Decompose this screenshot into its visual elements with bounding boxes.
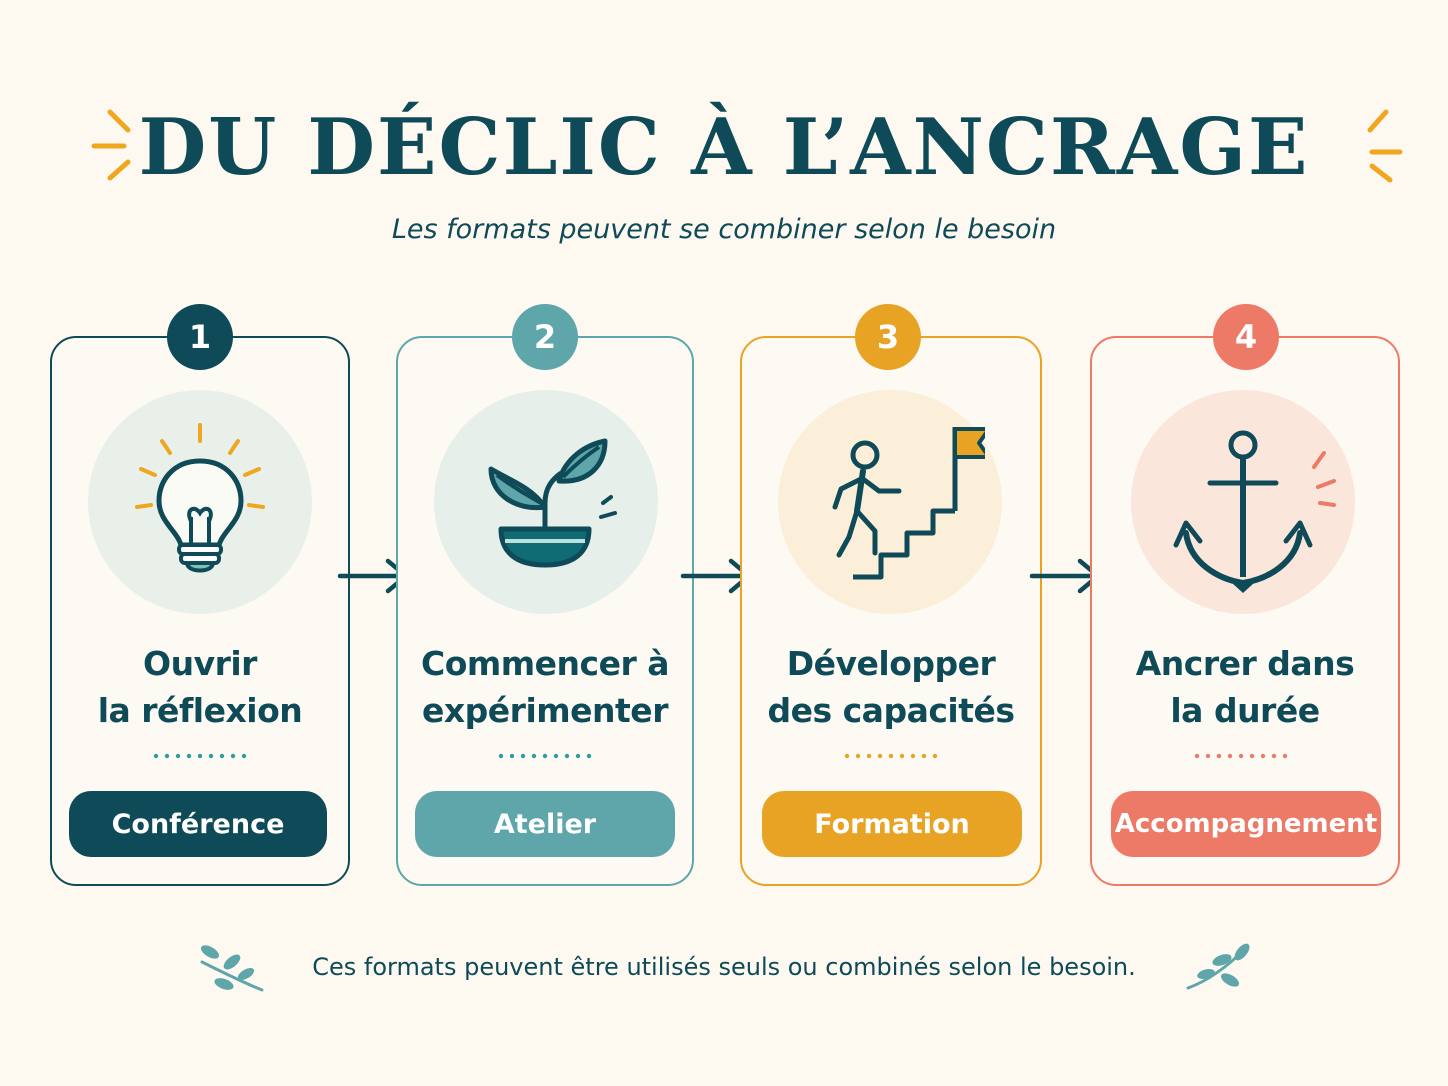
format-pill-formation[interactable]: Formation: [762, 791, 1022, 857]
step-title-line2: la réflexion: [97, 691, 303, 730]
step-number-badge-2: 2: [512, 304, 578, 370]
step-title-line2: expérimenter: [422, 691, 668, 730]
step-number-badge-4: 4: [1213, 304, 1279, 370]
step-title-line1: Développer: [786, 644, 996, 683]
climbing-stairs-flag-icon: [832, 427, 985, 580]
format-pill-conference[interactable]: Conférence: [69, 791, 327, 857]
sparkle-left-icon: [91, 109, 131, 181]
step-title-line1: Commencer à: [420, 644, 670, 683]
step-title-line1: Ancrer dans: [1135, 644, 1355, 683]
footer-note: Ces formats peuvent être utilisés seuls …: [312, 953, 1136, 981]
step-title-line2: des capacités: [767, 691, 1015, 730]
sparkle-right-icon: [1367, 109, 1403, 183]
step-title-2: Commencer à expérimenter: [394, 640, 696, 734]
step-title-1: Ouvrir la réflexion: [50, 640, 350, 734]
step-title-line2: la durée: [1170, 691, 1320, 730]
step-number-badge-3: 3: [855, 304, 921, 370]
lightbulb-icon: [135, 423, 265, 573]
step-number-badge-1: 1: [167, 304, 233, 370]
step-title-4: Ancrer dans la durée: [1090, 640, 1400, 734]
dotted-divider-4: [1194, 753, 1288, 759]
icon-circle-1: [88, 390, 312, 614]
leaf-sprig-left-icon: [200, 945, 264, 992]
dotted-divider-3: [844, 753, 938, 759]
step-title-line1: Ouvrir: [143, 644, 257, 683]
page-subtitle: Les formats peuvent se combiner selon le…: [391, 214, 1057, 245]
icon-circle-3: [778, 390, 1002, 614]
step-title-3: Développer des capacités: [738, 640, 1044, 734]
sprout-icon: [488, 438, 617, 568]
anchor-icon: [1173, 430, 1336, 593]
format-pill-atelier[interactable]: Atelier: [415, 791, 675, 857]
dotted-divider-1: [153, 753, 247, 759]
icon-circle-4: [1131, 390, 1355, 614]
format-pill-accompagnement[interactable]: Accompagnement: [1111, 791, 1381, 857]
page-title: DU DÉCLIC À L’ANCRAGE: [138, 102, 1310, 193]
dotted-divider-2: [498, 753, 592, 759]
leaf-sprig-right-icon: [1186, 943, 1250, 990]
icon-circle-2: [434, 390, 658, 614]
